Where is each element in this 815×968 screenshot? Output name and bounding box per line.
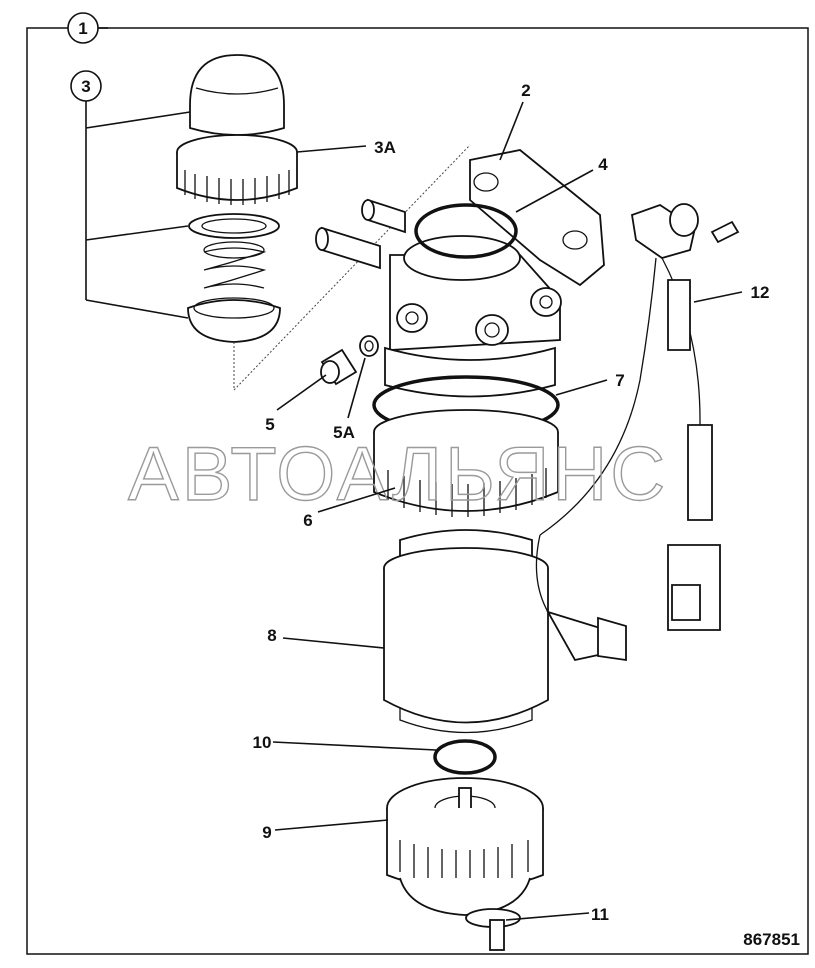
part-10-o-ring	[433, 739, 497, 775]
callout-8-label: 8	[267, 626, 276, 645]
callout-3-leaders	[85, 98, 191, 319]
callout-5a-label: 5A	[333, 423, 355, 442]
callout-1-marker: 1	[67, 12, 99, 44]
diagram-frame	[26, 27, 809, 955]
callout-12-label: 12	[751, 283, 770, 302]
watermark-text: АВТОАЛЬЯНС	[128, 432, 668, 517]
figure-number: 867851	[743, 930, 800, 949]
callout-10-label: 10	[253, 733, 272, 752]
part-2-filter-head	[315, 149, 605, 398]
callout-4-label: 4	[598, 155, 608, 174]
callout-3-label: 3	[81, 77, 90, 96]
part-12-sensor-harness	[535, 203, 740, 662]
callout-7-label: 7	[615, 371, 624, 390]
part-4-o-ring	[414, 203, 518, 259]
part-6-ring-nut	[373, 409, 559, 517]
part-3-cap-assembly	[176, 54, 471, 392]
part-9-water-separator-bowl	[386, 777, 544, 916]
callout-2-label: 2	[521, 81, 530, 100]
callout-9-label: 9	[262, 823, 271, 842]
part-3a-ring-nut	[176, 134, 298, 205]
callout-1-label: 1	[78, 19, 87, 38]
callout-3a-label: 3A	[374, 138, 396, 157]
part-8-filter-element	[383, 529, 549, 734]
part-11-drain-plug	[465, 908, 521, 951]
callout-11-label: 11	[591, 905, 609, 924]
callout-3-marker: 3	[70, 70, 102, 102]
part-5a-washer	[359, 335, 379, 357]
leader-lines	[98, 27, 743, 921]
part-5-bleed-screw	[320, 348, 358, 386]
callout-5-label: 5	[265, 415, 274, 434]
callout-6-label: 6	[303, 511, 312, 530]
